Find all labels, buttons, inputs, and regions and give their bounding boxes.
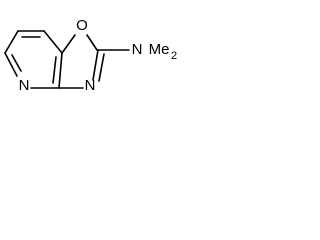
atom-labels: O N N N Me 2 (19, 17, 178, 94)
atom-label-amine-nitrogen: N (132, 41, 143, 58)
bond-c3a-c7a-double (52, 56, 57, 84)
bond-c5-n4 (4, 52, 18, 77)
bond-c3a-c7a (58, 52, 63, 89)
atom-label-methyl-group: Me (149, 41, 170, 58)
atom-label-methyl-count: 2 (171, 50, 177, 62)
bond-c7a-c7 (43, 30, 63, 54)
bond-c5-n4-double (11, 54, 22, 72)
bonds (4, 30, 130, 89)
bond-c2-n3-double (98, 53, 105, 82)
bond-c6-c5 (4, 30, 19, 54)
chemical-structure-diagram: O N N N Me 2 (4, 17, 178, 94)
atom-label-pyridine-nitrogen: N (19, 77, 30, 94)
atom-label-ring-oxygen: O (76, 17, 88, 34)
bond-c2-n3 (92, 49, 99, 81)
atom-label-oxazole-nitrogen: N (85, 77, 96, 94)
bond-c7a-o1 (61, 34, 76, 54)
bond-o1-c2 (86, 34, 98, 51)
